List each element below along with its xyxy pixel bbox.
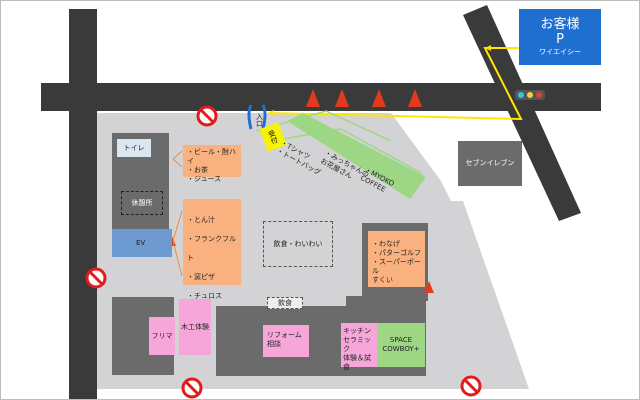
no-parking-icon [196, 105, 218, 127]
parking-letter: P [556, 32, 564, 47]
drinks-stall: ・ビール・酎ハイ ・お茶 ・ジュース [183, 145, 241, 183]
eating-area: 飲食・わいわい [263, 221, 333, 267]
flea-market: フリマ [149, 317, 175, 355]
parking-sign: お客様 P ワイエイシー [519, 9, 601, 65]
route-arrow [268, 47, 523, 121]
games-stall: ・わなげ ・パターゴルフ ・スーパーボール すくい [368, 231, 425, 287]
entrance-marker-icon [247, 104, 253, 130]
parking-name: ワイエイシー [539, 48, 581, 56]
cone-icon [335, 89, 349, 107]
ev-area: EV [112, 229, 172, 257]
cone-icon [424, 281, 434, 293]
left-road [69, 9, 97, 399]
parking-title: お客様 [540, 17, 580, 32]
no-parking-icon [85, 267, 107, 289]
rest-area: 休憩所 [121, 191, 163, 215]
entrance-label: 入口 [255, 113, 264, 127]
cone-icon [408, 89, 422, 107]
food-stalls: ・とん汁 ・フランクフルト ・窯ピザ ・チュロス [183, 199, 241, 300]
reform-booth: リフォーム 相談 [263, 325, 309, 357]
cone-icon [306, 89, 320, 107]
eating-spot: 飲食 [267, 297, 303, 309]
seven-eleven-label: セブンイレブン [465, 159, 515, 167]
diagonal-road [463, 5, 581, 221]
woodwork-booth: 木工体験 [179, 299, 211, 355]
no-parking-icon [181, 377, 203, 399]
seven-eleven-building [458, 141, 522, 186]
space-cowboy-booth: SPACE COWBOY+ [377, 323, 425, 367]
cone-icon [372, 89, 386, 107]
kitchen-booth: キッチン セラミック 体験＆試食 [341, 323, 377, 371]
no-parking-icon [460, 375, 482, 397]
vendor-tent-band [287, 113, 426, 199]
cone-icon-group [306, 89, 422, 107]
toilet: トイレ [117, 139, 151, 157]
